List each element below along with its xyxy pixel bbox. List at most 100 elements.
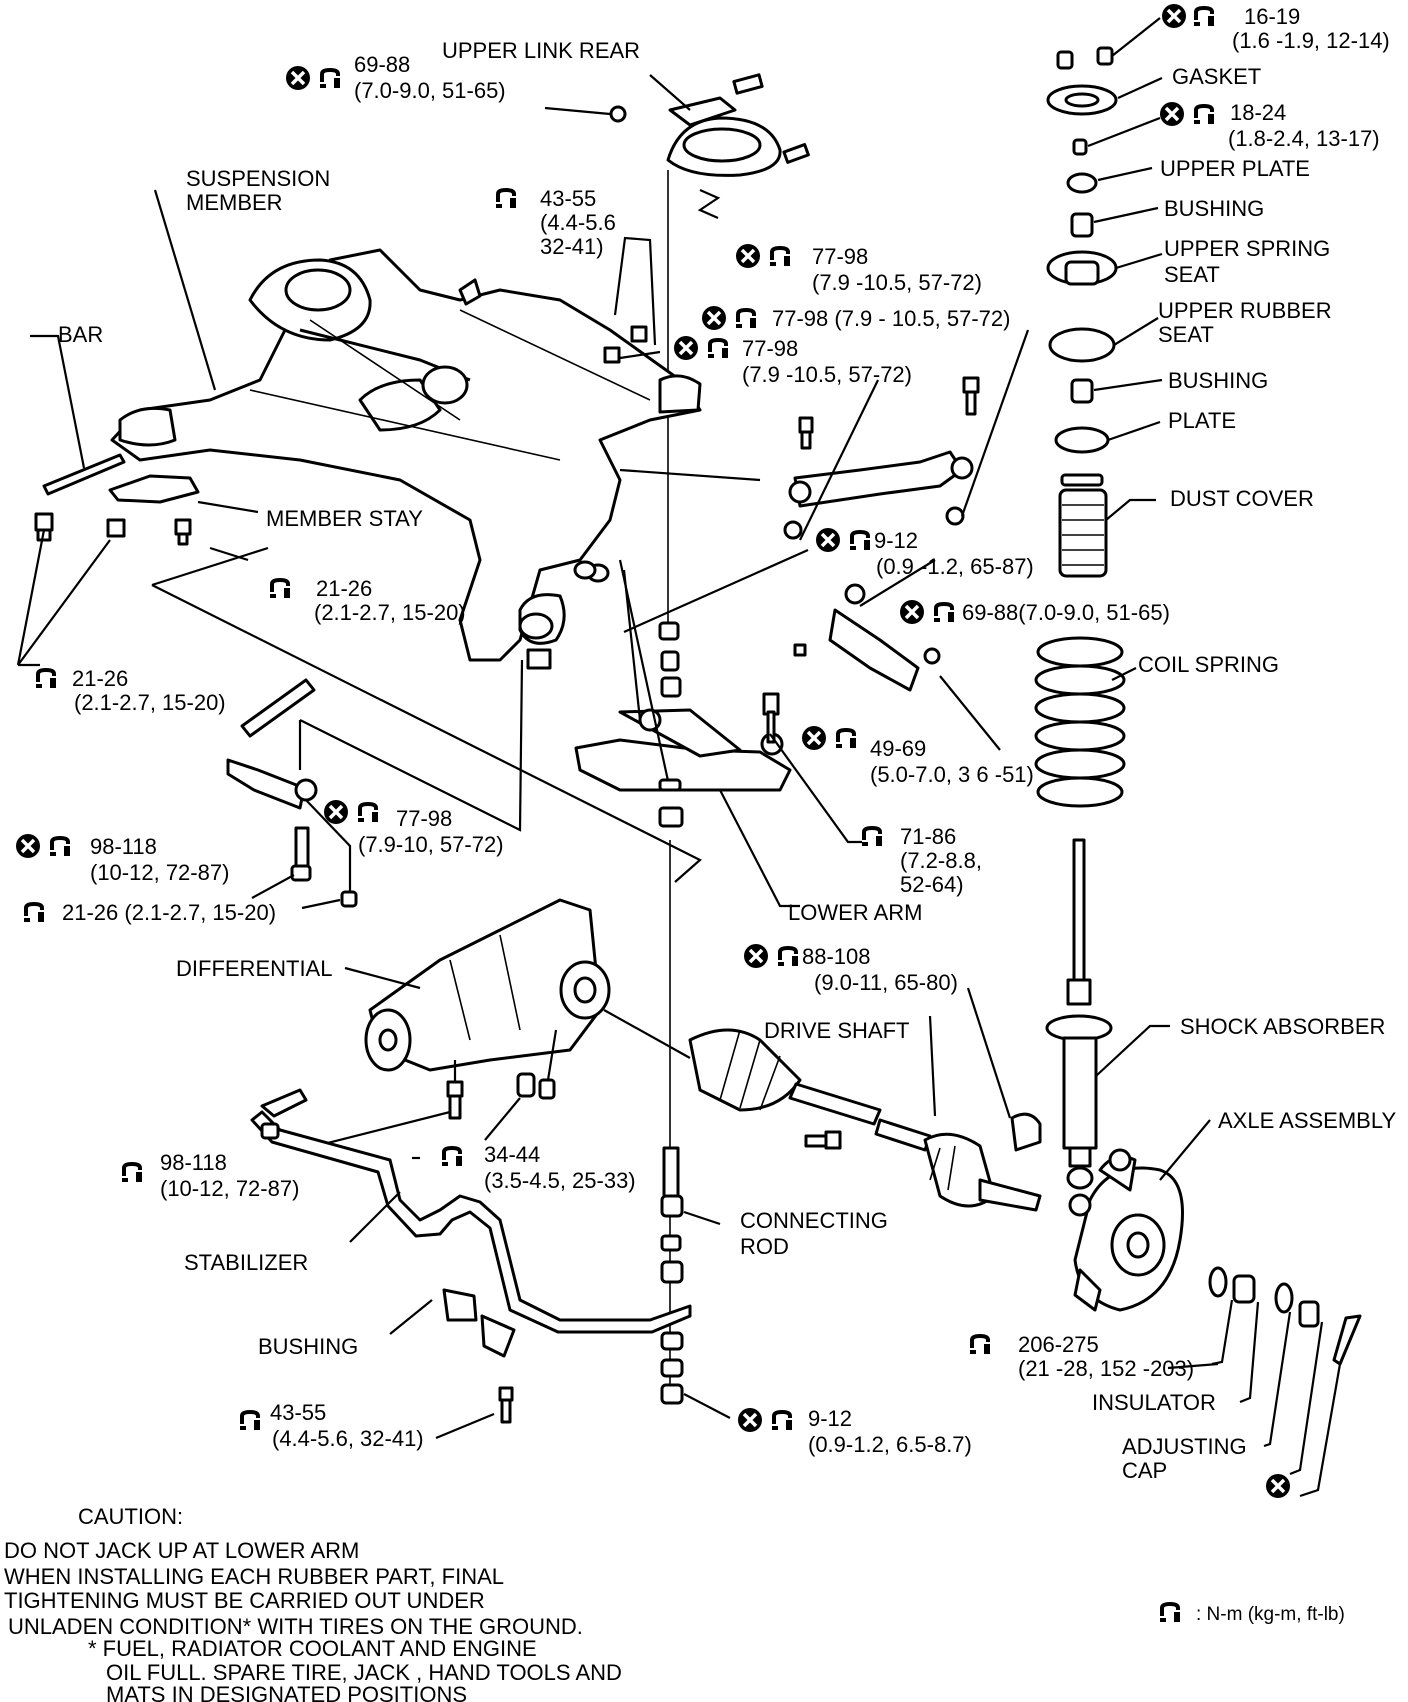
caution-block: CAUTION: DO NOT JACK UP AT LOWER ARM WHE…	[4, 1504, 622, 1702]
torque-21-26-b: 21-26	[72, 666, 128, 691]
label-insulator: INSULATOR	[1092, 1390, 1216, 1415]
torque-98-118-b: 98-118	[160, 1150, 227, 1175]
torque-wrench-icon	[736, 308, 756, 328]
torque-77-98-a: 77-98	[812, 244, 868, 269]
torque-43-55-b-detail: (4.4-5.6, 32-41)	[272, 1426, 424, 1451]
torque-spec-group: 16-19 (1.6 -1.9, 12-14) 69-88 (7.0-9.0, …	[14, 2, 1390, 1500]
torque-77-98-a-detail: (7.9 -10.5, 57-72)	[812, 270, 982, 295]
label-upper-spring-seat-2: SEAT	[1164, 262, 1220, 287]
crossed-circle-icon	[736, 1406, 764, 1434]
stabilizer-rod-upper	[226, 678, 358, 908]
coil-spring-part	[1034, 636, 1126, 808]
torque-69-88: 69-88	[354, 52, 410, 77]
upper-link-front-part	[783, 376, 980, 540]
suspension-member-part	[110, 248, 702, 670]
axle-assembly-part	[1068, 1148, 1184, 1312]
crossed-circle-icon	[800, 724, 828, 752]
torque-49-69-detail: (5.0-7.0, 3 6 -51)	[870, 762, 1034, 787]
torque-88-108: 88-108	[802, 944, 871, 969]
torque-wrench-icon	[1160, 1602, 1180, 1622]
label-drive-shaft: DRIVE SHAFT	[764, 1018, 909, 1043]
member-stay-bolts	[34, 512, 192, 546]
torque-wrench-icon	[934, 602, 954, 622]
label-upper-link-rear: UPPER LINK REAR	[442, 38, 640, 63]
torque-16-19: 16-19	[1244, 4, 1300, 29]
label-upper-plate: UPPER PLATE	[1160, 156, 1310, 181]
caution-line-2: WHEN INSTALLING EACH RUBBER PART, FINAL	[4, 1564, 504, 1589]
torque-wrench-icon	[708, 338, 728, 358]
label-upper-rubber-seat-2: SEAT	[1158, 322, 1214, 347]
torque-wrench-icon	[970, 1334, 990, 1354]
stabilizer-part	[250, 1088, 692, 1424]
torque-wrench-icon	[24, 902, 44, 922]
center-bushing-stack	[658, 621, 684, 828]
torque-21-26-a-detail: (2.1-2.7, 15-20)	[314, 600, 466, 625]
label-adjusting-cap-2: CAP	[1122, 1458, 1167, 1483]
torque-wrench-icon	[270, 578, 290, 598]
torque-98-118-a: 98-118	[90, 834, 157, 859]
torque-wrench-icon	[850, 530, 870, 550]
torque-77-98-d: 77-98	[396, 806, 452, 831]
legend-units: : N-m (kg-m, ft-lb)	[1196, 1604, 1345, 1625]
torque-wrench-icon	[50, 836, 70, 856]
label-bushing-top: BUSHING	[1164, 196, 1264, 221]
label-group: UPPER LINK REAR SUSPENSION MEMBER BAR ME…	[58, 38, 1396, 1483]
torque-43-55-detail: (4.4-5.6	[540, 210, 616, 235]
torque-69-88-detail: (7.0-9.0, 51-65)	[354, 78, 506, 103]
torque-21-26-c: 21-26 (2.1-2.7, 15-20)	[62, 900, 276, 925]
torque-wrench-icon	[240, 1410, 260, 1430]
label-shock-absorber: SHOCK ABSORBER	[1180, 1014, 1385, 1039]
label-dust-cover: DUST COVER	[1170, 486, 1314, 511]
crossed-circle-icon	[814, 526, 842, 554]
torque-16-19-detail: (1.6 -1.9, 12-14)	[1232, 28, 1390, 53]
label-upper-spring-seat-1: UPPER SPRING	[1164, 236, 1330, 261]
torque-88-108-detail: (9.0-11, 65-80)	[814, 970, 958, 995]
crossed-circle-icon	[1158, 100, 1186, 128]
torque-9-12-a: 9-12	[874, 528, 918, 553]
label-connecting-rod-1: CONNECTING	[740, 1208, 888, 1233]
torque-wrench-icon	[770, 246, 790, 266]
axle-hardware	[1208, 1266, 1362, 1366]
label-connecting-rod-2: ROD	[740, 1234, 789, 1259]
crossed-circle-icon	[700, 304, 728, 332]
torque-71-86-detail: (7.2-8.8,	[900, 848, 982, 873]
lower-arm-part	[574, 692, 792, 792]
torque-wrench-icon	[778, 946, 798, 966]
label-bar: BAR	[58, 322, 103, 347]
torque-43-55-b: 43-55	[270, 1400, 326, 1425]
torque-69-88-b: 69-88(7.0-9.0, 51-65)	[962, 600, 1170, 625]
torque-77-98-d-detail: (7.9-10, 57-72)	[358, 832, 504, 857]
crossed-circle-icon	[284, 64, 312, 92]
crossed-circle-icon	[1264, 1472, 1292, 1500]
crossed-circle-icon	[322, 798, 350, 826]
torque-98-118-a-detail: (10-12, 72-87)	[90, 860, 229, 885]
caution-line-3: TIGHTENING MUST BE CARRIED OUT UNDER	[4, 1588, 485, 1613]
label-plate: PLATE	[1168, 408, 1236, 433]
strut-top-stack	[1046, 46, 1118, 578]
torque-wrench-icon	[772, 1410, 792, 1430]
torque-21-26-a: 21-26	[316, 576, 372, 601]
label-suspension-member-2: MEMBER	[186, 190, 283, 215]
crossed-circle-icon	[14, 832, 42, 860]
caution-note-1: * FUEL, RADIATOR COOLANT AND ENGINE	[88, 1636, 537, 1661]
torque-206-275-detail: (21 -28, 152 -203)	[1018, 1356, 1194, 1381]
caution-line-1: DO NOT JACK UP AT LOWER ARM	[4, 1538, 359, 1563]
upper-link-rear-part	[609, 73, 810, 177]
label-bushing-mid: BUSHING	[1168, 368, 1268, 393]
differential-part	[364, 898, 611, 1072]
torque-wrench-icon	[358, 802, 378, 822]
crossed-circle-icon	[898, 598, 926, 626]
torque-wrench-icon	[122, 1162, 142, 1182]
shock-absorber-part	[1045, 838, 1113, 1190]
torque-43-55: 43-55	[540, 186, 596, 211]
torque-43-55-detail-2: 32-41)	[540, 234, 604, 259]
torque-77-98-c: 77-98	[742, 336, 798, 361]
torque-9-12-a-detail: (0.9 -1.2, 65-87)	[876, 554, 1034, 579]
caution-line-4: UNLADEN CONDITION* WITH TIRES ON THE GRO…	[8, 1614, 583, 1639]
torque-98-118-b-detail: (10-12, 72-87)	[160, 1176, 299, 1201]
crossed-circle-icon	[742, 942, 770, 970]
units-legend: : N-m (kg-m, ft-lb)	[1160, 1602, 1345, 1625]
caution-note-3: MATS IN DESIGNATED POSITIONS	[106, 1682, 467, 1702]
drive-shaft-part	[688, 1028, 1042, 1212]
